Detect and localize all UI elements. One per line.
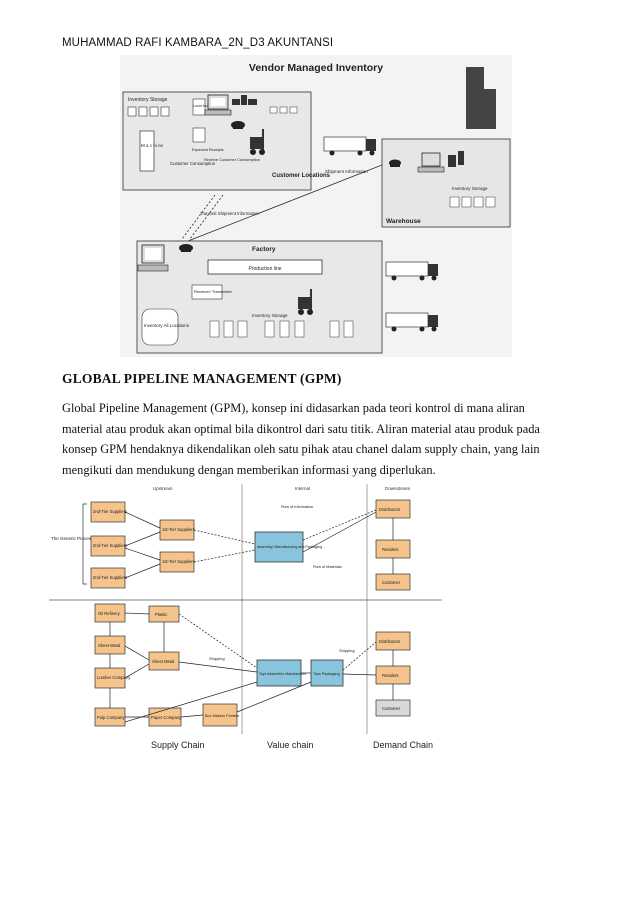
pulp-company-label: Pulp Company (97, 715, 125, 720)
customer-locations-label: Customer Locations (272, 173, 331, 179)
telephone-icon (389, 159, 401, 167)
truck-icon (385, 312, 438, 332)
tier2-label: 2nd-Tier Suppliers (93, 575, 127, 580)
oil-refinery-label: Oil Refinery (98, 611, 121, 616)
page-header: MUHAMMAD RAFI KAMBARA_2N_D3 AKUNTANSI (62, 37, 334, 49)
assembly-label: Assembly/ Manufacturing and Packaging (257, 545, 322, 549)
demand-chain-label: Demand Chain (373, 740, 433, 750)
retailers-label: Retailers (382, 673, 399, 678)
toys-packaging-label: Toys Packaging (313, 672, 340, 676)
robot-arm-icon (448, 151, 464, 167)
computer-icon (417, 152, 445, 173)
warehouse-box (381, 138, 511, 228)
toys-assembly-label: Toys Assembler Manufacturer (259, 672, 307, 676)
tier1-label: 1st-Tier Suppliers (162, 559, 195, 564)
local-inventory-label: Local Inventory (193, 104, 218, 108)
inventory-all-locations-label: Inventory All Locations (144, 323, 190, 328)
distributors-label: Distributors (379, 507, 400, 512)
forklift-icon (250, 129, 265, 155)
inventory-storage-factory-label: Inventory Storage (252, 313, 288, 318)
shelves-icon (127, 106, 170, 117)
machine-box (139, 130, 155, 172)
tier2-label: 2nd-Tier Suppliers (93, 509, 127, 514)
customer-consumption-label: Customer Consumption (170, 161, 216, 166)
distributors-label: Distributors (379, 639, 400, 644)
shipping-label: Shipping (339, 648, 355, 653)
assembly-box (254, 531, 304, 563)
computer-icon (204, 94, 232, 116)
toys-packaging-box (310, 659, 344, 687)
production-line-box (207, 259, 323, 275)
paragraph-line: mengikuti dan mendukung dengan memberika… (62, 462, 436, 477)
robot-arm-icon (232, 95, 257, 105)
paper-company-label: Paper Company (151, 715, 182, 720)
column-downstream: Downstream (385, 486, 411, 491)
telephone-icon (231, 121, 245, 129)
receive-customer-consumption-label: Receive Customer Consumption (204, 157, 260, 162)
generic-process-label: The Generic Process (51, 536, 94, 541)
box-makers-label: Box Makers Printers (205, 714, 239, 718)
paragraph-line: Global Pipeline Management (GPM), konsep… (62, 401, 525, 415)
warehouse-building-icon (466, 67, 496, 129)
receiver-transmitter-label: Receiver/ Transmitter (194, 289, 233, 294)
tier1-label: 1st-Tier Suppliers (162, 527, 195, 532)
vmi-title: Vendor Managed Inventory (249, 62, 383, 74)
sheet-metal-label: Sheet Metal (98, 643, 120, 648)
factory-label: Factory (252, 246, 276, 253)
flow-materials-label: Flow of Materials (313, 565, 342, 569)
truck-icon (385, 261, 438, 281)
column-upstream: Upstream (153, 486, 173, 491)
machine-label: M a c hi ne (141, 143, 164, 148)
telephone-icon (179, 244, 193, 252)
tier2-label: 2nd-Tier Suppliers (93, 543, 127, 548)
toys-assembly-box (256, 659, 302, 687)
gpm-paragraph: Global Pipeline Management (GPM), konsep… (62, 398, 578, 480)
paragraph-line: konsep GPM hendaknya dikendalikan oleh s… (62, 442, 540, 456)
section-title: GLOBAL PIPELINE MANAGEMENT (GPM) (62, 371, 342, 386)
lumber-company-label: Lumber Company (97, 675, 131, 680)
column-internal: Internal (295, 486, 310, 491)
customer-label: Customer (382, 706, 401, 711)
shipment-information-label: Shipment Information (325, 169, 368, 174)
computer-icon (137, 244, 169, 272)
plastic-label: Plastic (155, 612, 167, 617)
gpm-diagram: Upstream Internal Downstream The Generic… (49, 482, 442, 756)
value-chain-label: Value chain (267, 740, 313, 750)
warehouse-label: Warehouse (386, 218, 421, 225)
flow-information-label: Flow of Information (281, 505, 313, 509)
sheet-metal-label: Sheet Metal (152, 659, 174, 664)
production-line-label: Production line (248, 266, 281, 272)
supply-chain-label: Supply Chain (151, 740, 205, 750)
vmi-diagram: Vendor Managed Inventory Inventory Stora… (120, 55, 512, 357)
customer-label: Customer (382, 580, 401, 585)
retailers-label: Retailers (382, 547, 399, 552)
paragraph-line: material atau produk akan optimal bila d… (62, 421, 540, 436)
shipping-label: Shipping (209, 656, 225, 661)
truck-icon (323, 136, 376, 156)
transmit-shipment-information-label: Transmit Shipment Information (200, 211, 259, 216)
expected-receipts-label: Expected Receipts (192, 148, 224, 152)
forklift-icon (298, 289, 313, 315)
inventory-storage-top-label: Inventory Storage (128, 97, 168, 103)
inventory-storage-warehouse-label: Inventory Storage (452, 186, 488, 191)
bins-icon (269, 106, 298, 114)
